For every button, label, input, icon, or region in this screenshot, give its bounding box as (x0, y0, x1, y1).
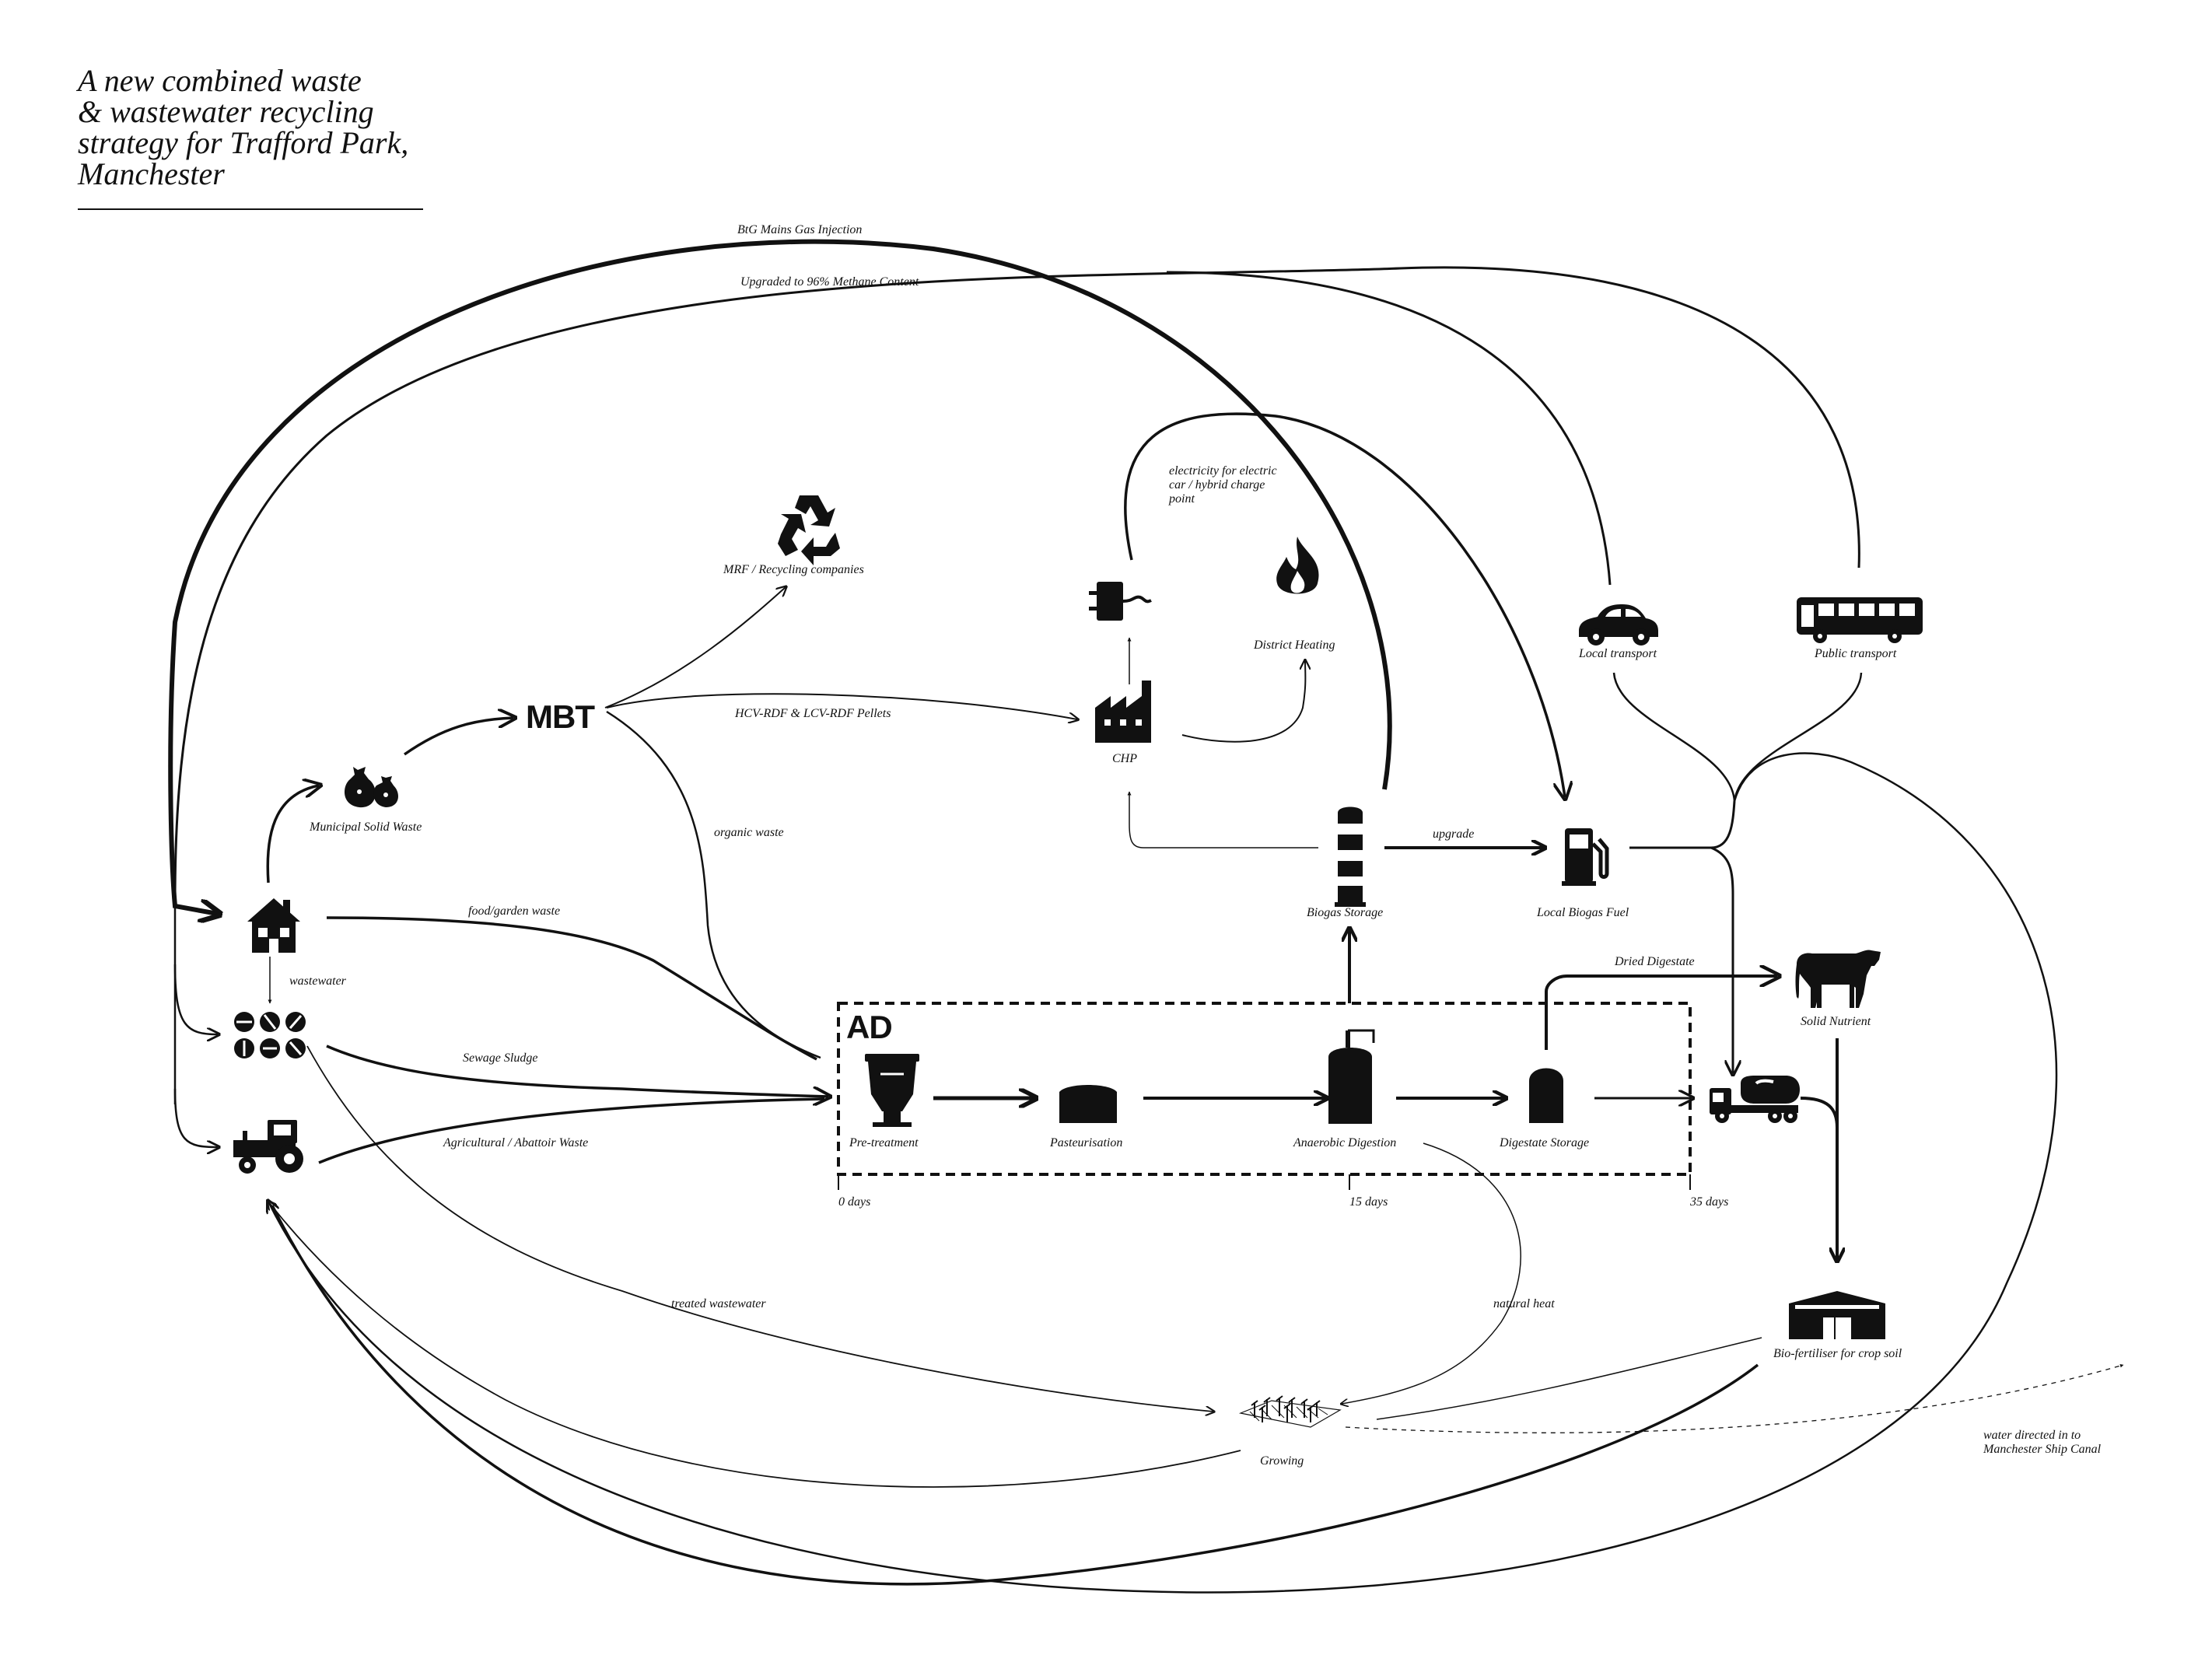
local-transport-label: Local transport (1578, 647, 1657, 660)
fertiliser-loop-line (271, 1205, 1759, 1586)
gas-tower-icon (1335, 807, 1366, 907)
btg-label: BtG Mains Gas Injection (737, 223, 862, 236)
rubbish-bags-icon (344, 767, 398, 808)
btg-loop-line (168, 239, 1392, 914)
natural-heat-line (1342, 1142, 1521, 1404)
title-line: A new combined waste (78, 63, 362, 98)
pasteurisation-label: Pasteurisation (1049, 1136, 1122, 1149)
sewage-treatment-icon (234, 1012, 306, 1058)
plug-icon (1089, 582, 1152, 621)
upgraded-label: Upgraded to 96% Methane Content (740, 275, 919, 289)
pretreatment-icon (865, 1054, 919, 1127)
dried-digestate-line (1545, 976, 1777, 1050)
upgrade-label: upgrade (1433, 828, 1474, 841)
electricity-label-2: car / hybrid charge (1169, 478, 1265, 492)
fuel-to-tanker-line (1710, 846, 1733, 1073)
solid-nutrient-label: Solid Nutrient (1801, 1015, 1871, 1028)
trunk-to-farm-line (173, 1088, 218, 1147)
chp-to-heating-line (1181, 661, 1305, 743)
food-waste-line (326, 916, 817, 1061)
sewage-sludge-line (326, 1044, 828, 1097)
canal-label-1: water directed in to (1983, 1429, 2081, 1442)
diagram-title: A new combined waste & wastewater recycl… (78, 65, 408, 190)
growing-label: Growing (1260, 1454, 1304, 1468)
crops-icon (1238, 1395, 1342, 1428)
to-bus-line (1733, 672, 1863, 802)
canal-label-2: Manchester Ship Canal (1983, 1443, 2102, 1456)
tanker-out-line (1800, 1097, 1837, 1260)
recycle-icon (778, 495, 840, 565)
car-icon (1579, 604, 1658, 646)
organic-label: organic waste (714, 826, 784, 839)
flame-icon (1276, 537, 1319, 594)
electricity-loop-line (1124, 412, 1565, 797)
biogas-to-chp-line (1127, 791, 1318, 848)
fertiliser-to-growing-line (1376, 1337, 1762, 1420)
days-0-label: 0 days (838, 1195, 870, 1209)
anaerobic-digestion-label: Anaerobic Digestion (1293, 1136, 1396, 1149)
fuel-pump-icon (1562, 828, 1609, 886)
electricity-label-3: point (1168, 492, 1195, 506)
barn-icon (1789, 1291, 1885, 1339)
ad-boundary (837, 1002, 1692, 1176)
growing-to-farm-line (268, 1202, 1241, 1488)
fuel-out-line (1629, 800, 1736, 849)
digestate-storage-label: Digestate Storage (1499, 1136, 1589, 1149)
local-fuel-label: Local Biogas Fuel (1536, 906, 1629, 919)
upgraded-loop-line (173, 266, 1860, 903)
mbt-to-mrf-line (604, 587, 786, 709)
mrf-label: MRF / Recycling companies (723, 563, 864, 576)
car-loop-line (1166, 271, 1612, 586)
title-divider (78, 208, 423, 210)
ad-label: AD (846, 1009, 892, 1045)
dried-digestate-label: Dried Digestate (1614, 955, 1695, 968)
tractor-icon (233, 1120, 303, 1174)
pasteurisation-icon (1059, 1085, 1117, 1123)
chp-label: CHP (1112, 752, 1137, 765)
public-transport-label: Public transport (1814, 647, 1897, 660)
to-growing-long-line (268, 752, 2058, 1594)
digester-icon (1328, 1029, 1375, 1124)
electricity-label-1: electricity for electric (1169, 464, 1277, 478)
house-icon (247, 898, 300, 953)
bus-icon (1797, 597, 1923, 643)
trunk-to-sewage-line (173, 964, 218, 1034)
canal-line (1345, 1363, 2124, 1433)
days-15-label: 15 days (1349, 1195, 1388, 1209)
factory-icon (1095, 681, 1151, 743)
title-line: & wastewater recycling (78, 94, 374, 129)
msw-label: Municipal Solid Waste (309, 821, 422, 834)
mbt-to-chp-line (606, 693, 1077, 719)
tanker-truck-icon (1710, 1076, 1800, 1123)
hcv-label: HCV-RDF & LCV-RDF Pellets (734, 707, 891, 720)
district-heating-label: District Heating (1253, 639, 1335, 652)
home-to-msw-line (266, 786, 319, 883)
agri-waste-line (318, 1097, 825, 1164)
msw-to-mbt-line (403, 718, 513, 756)
pretreatment-label: Pre-treatment (849, 1136, 919, 1149)
days-35-label: 35 days (1689, 1195, 1728, 1209)
title-line: strategy for Trafford Park, (78, 125, 409, 160)
biogas-storage-label: Biogas Storage (1307, 906, 1383, 919)
food-label: food/garden waste (468, 904, 560, 918)
to-car-line (1612, 672, 1736, 802)
sludge-label: Sewage Sludge (463, 1051, 537, 1065)
mbt-to-ad-line (606, 710, 821, 1059)
treated-wastewater-line (306, 1045, 1213, 1412)
cow-icon (1795, 950, 1881, 1008)
agri-label: Agricultural / Abattoir Waste (443, 1136, 588, 1149)
mbt-label: MBT (526, 698, 595, 735)
biofertiliser-label: Bio-fertiliser for crop soil (1773, 1347, 1902, 1360)
natural-heat-label: natural heat (1493, 1297, 1555, 1310)
wastewater-label: wastewater (289, 974, 347, 988)
treated-wastewater-label: treated wastewater (671, 1297, 766, 1310)
digestate-tank-icon (1529, 1068, 1563, 1123)
flow-lines (168, 239, 2124, 1594)
title-line: Manchester (78, 156, 225, 191)
